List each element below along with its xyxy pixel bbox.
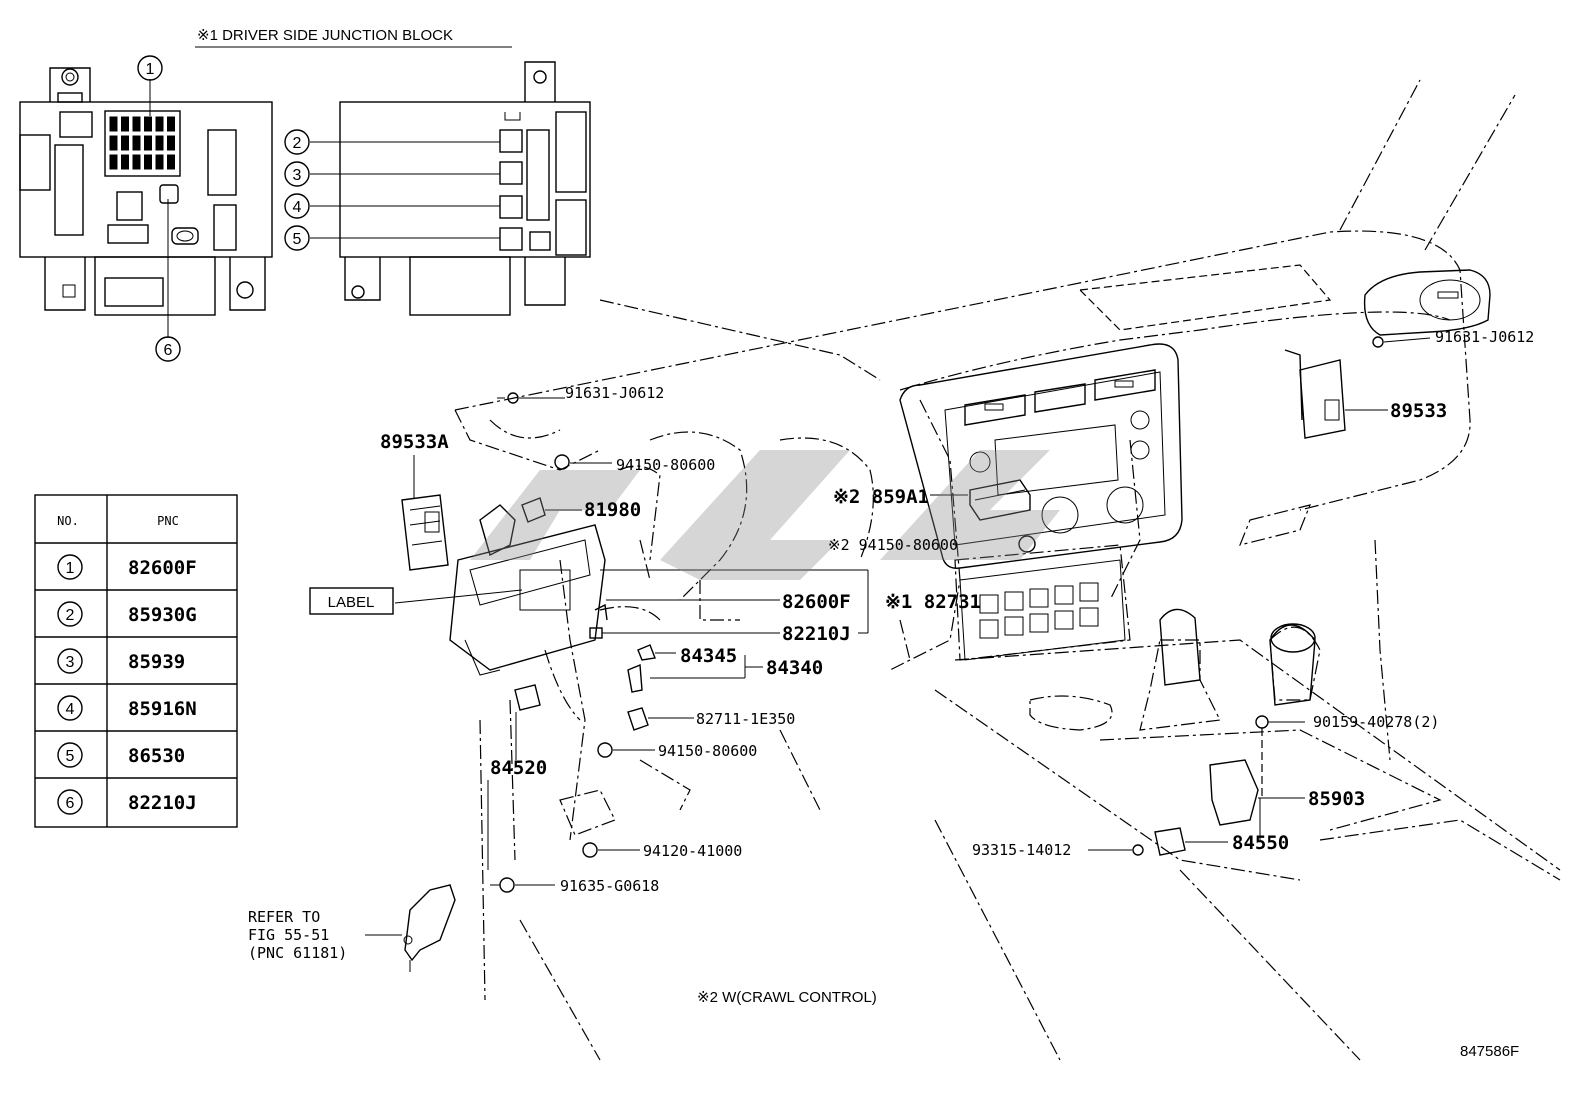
callout-2: 2 <box>293 135 302 152</box>
fuse-slot <box>155 135 164 151</box>
callout-6: 6 <box>164 342 173 359</box>
footnote-crawl-control: ※2 W(CRAWL CONTROL) <box>697 989 877 1006</box>
fuse-slot <box>121 135 129 151</box>
pn-81980: 81980 <box>584 499 641 521</box>
table-row-no: 4 <box>66 701 75 718</box>
table-row-no: 3 <box>66 654 75 671</box>
pn-84345: 84345 <box>680 645 737 667</box>
pn-82711: 82711-1E350 <box>696 710 795 728</box>
leader-brackets <box>394 569 1261 870</box>
fuse-slot <box>155 116 164 132</box>
fuse-slot <box>109 135 118 151</box>
pn-84550: 84550 <box>1232 832 1289 854</box>
watermark <box>470 450 1060 580</box>
junction-block-front <box>19 67 273 316</box>
refer-line-2: FIG 55-51 <box>248 926 329 944</box>
junction-block-installed <box>449 504 606 676</box>
fuse-slot <box>132 154 141 170</box>
pn-94150-c: 94150-80600 <box>658 742 757 760</box>
pn-91631-right: 91631-J0612 <box>1435 328 1534 346</box>
table-row-pnc: 85930G <box>128 604 197 626</box>
figure-id: 847586F <box>1460 1043 1519 1060</box>
pn-84520: 84520 <box>490 757 547 779</box>
junction-block-back <box>339 61 591 316</box>
label-box <box>309 587 394 615</box>
pn-94150-a: 94150-80600 <box>616 456 715 474</box>
fasteners <box>365 336 1431 972</box>
pn-94120: 94120-41000 <box>643 842 742 860</box>
pn-91631-left: 91631-J0612 <box>565 384 664 402</box>
pn-91635: 91635-G0618 <box>560 877 659 895</box>
pn-93315: 93315-14012 <box>972 841 1071 859</box>
fuse-slot <box>167 154 175 170</box>
fuse-slot <box>167 116 175 132</box>
pn-90159: 90159-40278(2) <box>1313 713 1439 731</box>
fuse-slot <box>167 135 175 151</box>
junction-block-title: ※1 DRIVER SIDE JUNCTION BLOCK <box>197 27 453 44</box>
callout-circle-1 <box>137 55 163 81</box>
table-row-pnc: 82600F <box>128 557 197 579</box>
fuse-slot <box>144 116 152 132</box>
pn-89533: 89533 <box>1390 400 1447 422</box>
fuse-slot <box>109 154 118 170</box>
pn-85903: 85903 <box>1308 788 1365 810</box>
pn-82600f: 82600F <box>782 591 851 613</box>
table-row-no: 2 <box>66 607 75 624</box>
callout-3: 3 <box>293 167 302 184</box>
pn-94150-b: ※2 94150-80600 <box>828 536 958 554</box>
pn-82731: ※1 82731 <box>885 591 981 613</box>
table-row-no: 6 <box>66 795 75 812</box>
pn-89533a: 89533A <box>380 431 449 453</box>
fuse-slot <box>155 154 164 170</box>
pnc-table: NO. PNC 1 82600F 2 85930G 3 85939 4 8591… <box>34 494 238 828</box>
pn-82210j: 82210J <box>782 623 851 645</box>
part-859a1 <box>969 479 1031 521</box>
callout-1: 1 <box>146 61 155 78</box>
part-89533a <box>401 494 449 571</box>
table-row-no: 5 <box>66 748 75 765</box>
table-header-no: NO. <box>57 514 79 528</box>
callout-circle-6 <box>155 336 181 362</box>
table-row-pnc: 82210J <box>128 792 197 814</box>
shifters <box>1159 608 1316 706</box>
pn-84340: 84340 <box>766 657 823 679</box>
refer-line-3: (PNC 61181) <box>248 944 347 962</box>
fuse-slot <box>121 154 129 170</box>
fuse-slot <box>121 116 129 132</box>
part-89533 <box>1284 349 1346 439</box>
table-row-pnc: 85939 <box>128 651 185 673</box>
fuse-slot <box>132 116 141 132</box>
fuse-grid <box>109 116 175 170</box>
fuse-slot <box>144 135 152 151</box>
callout-5: 5 <box>293 231 302 248</box>
callout-4: 4 <box>293 199 302 216</box>
fuse-slot <box>144 154 152 170</box>
table-row-no: 1 <box>66 560 75 577</box>
table-row-pnc: 85916N <box>128 698 197 720</box>
fuse-slot <box>132 135 141 151</box>
pn-859a1: ※2 859A1 <box>833 486 929 508</box>
refer-line-1: REFER TO <box>248 908 320 926</box>
center-stack <box>899 269 1491 661</box>
table-header-pnc: PNC <box>157 514 179 528</box>
fuse-slot <box>109 116 118 132</box>
table-row-pnc: 86530 <box>128 745 185 767</box>
label-text: LABEL <box>328 594 375 611</box>
